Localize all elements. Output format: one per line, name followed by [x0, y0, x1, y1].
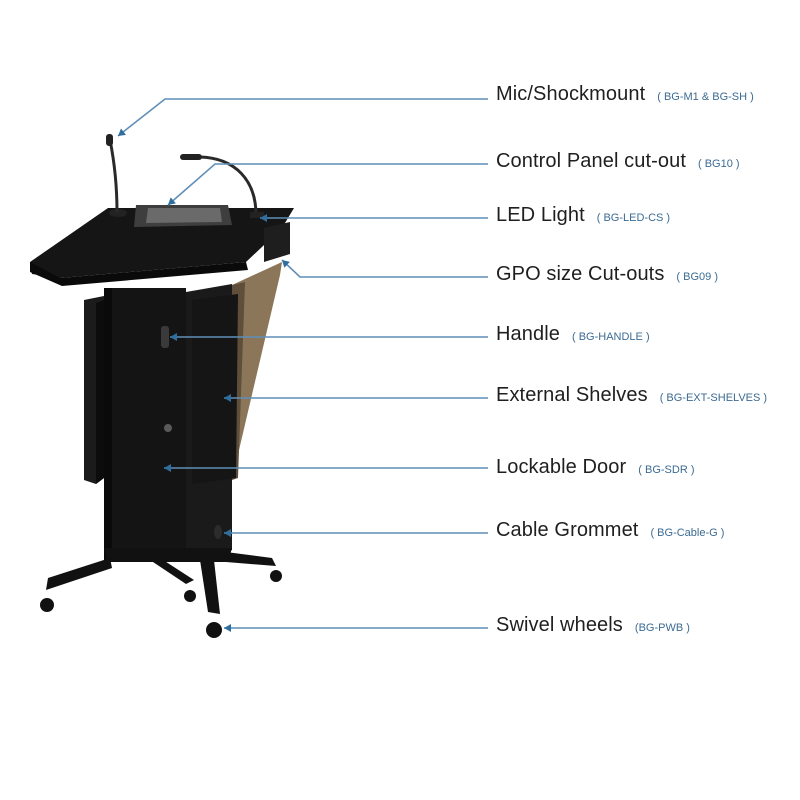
wood-side-panel [232, 262, 282, 480]
mic-gooseneck [108, 139, 119, 213]
wheel [40, 598, 54, 612]
leg-left [46, 558, 112, 590]
leg-front [200, 560, 220, 614]
leader-arrowhead [118, 128, 126, 136]
callout-code: ( BG-HANDLE ) [571, 331, 650, 343]
callout-label: Swivel wheels (BG-PWB ) [496, 614, 690, 637]
callout-code: ( BG-LED-CS ) [596, 212, 671, 224]
leader-line [117, 98, 488, 137]
mic-head [106, 134, 113, 146]
callout-code: ( BG-SDR ) [638, 464, 695, 476]
callout-code: ( BG-M1 & BG-SH ) [657, 91, 754, 103]
right-external-shelf [192, 294, 238, 484]
cable-grommet [214, 525, 222, 539]
callout-label: External Shelves ( BG-EXT-SHELVES ) [496, 384, 767, 407]
led-gooseneck [199, 155, 258, 216]
wheel [184, 590, 196, 602]
left-external-shelf-face [96, 300, 104, 484]
callout-label: Mic/Shockmount ( BG-M1 & BG-SH ) [496, 83, 754, 106]
led-head [180, 154, 202, 160]
callout-name: Lockable Door [496, 456, 627, 478]
leader-arrowhead [224, 624, 231, 632]
callout-label: Control Panel cut-out ( BG10 ) [496, 150, 740, 173]
leader-arrowhead [168, 197, 176, 205]
base-hub [104, 548, 232, 562]
callout-label: Cable Grommet ( BG-Cable-G ) [496, 519, 724, 542]
leader-line [281, 259, 488, 278]
desk-top [30, 208, 294, 278]
mic-base [109, 209, 127, 217]
callout-label: LED Light ( BG-LED-CS ) [496, 204, 670, 227]
callout-code: ( BG-EXT-SHELVES ) [659, 392, 768, 404]
leader-arrowhead [224, 394, 231, 402]
callout-code: ( BG10 ) [697, 158, 740, 170]
leader-arrowhead [224, 529, 231, 537]
callout-name: GPO size Cut-outs [496, 263, 665, 285]
callout-code: ( BG-Cable-G ) [650, 527, 725, 539]
control-panel-screen [146, 208, 222, 223]
desk-top-edge [30, 262, 248, 286]
callout-name: Swivel wheels [496, 614, 623, 636]
gpo-box [264, 222, 290, 262]
callout-label: Lockable Door ( BG-SDR ) [496, 456, 695, 479]
door-lock [164, 424, 172, 432]
callout-name: LED Light [496, 204, 585, 226]
lectern-column-shade [104, 288, 112, 562]
callout-leaders [117, 98, 488, 632]
leg-right [226, 552, 276, 566]
leg-back [150, 558, 194, 584]
leader-arrowhead [164, 464, 171, 472]
leader-arrowhead [170, 333, 177, 341]
led-base [250, 212, 264, 218]
lectern-column [104, 288, 186, 562]
callout-name: External Shelves [496, 384, 648, 406]
leader-arrowhead [282, 260, 290, 268]
callout-code: ( BG09 ) [676, 271, 718, 283]
callout-label: GPO size Cut-outs ( BG09 ) [496, 263, 718, 286]
callout-code: (BG-PWB ) [634, 622, 690, 634]
door-handle [161, 326, 169, 348]
leader-line [167, 163, 488, 206]
lectern-illustration [30, 134, 294, 638]
callout-name: Handle [496, 323, 560, 345]
callout-name: Control Panel cut-out [496, 150, 686, 172]
callout-label: Handle ( BG-HANDLE ) [496, 323, 650, 346]
wheel [270, 570, 282, 582]
callout-name: Mic/Shockmount [496, 83, 646, 105]
callout-name: Cable Grommet [496, 519, 639, 541]
wheel [206, 622, 222, 638]
leader-arrowhead [260, 214, 267, 222]
